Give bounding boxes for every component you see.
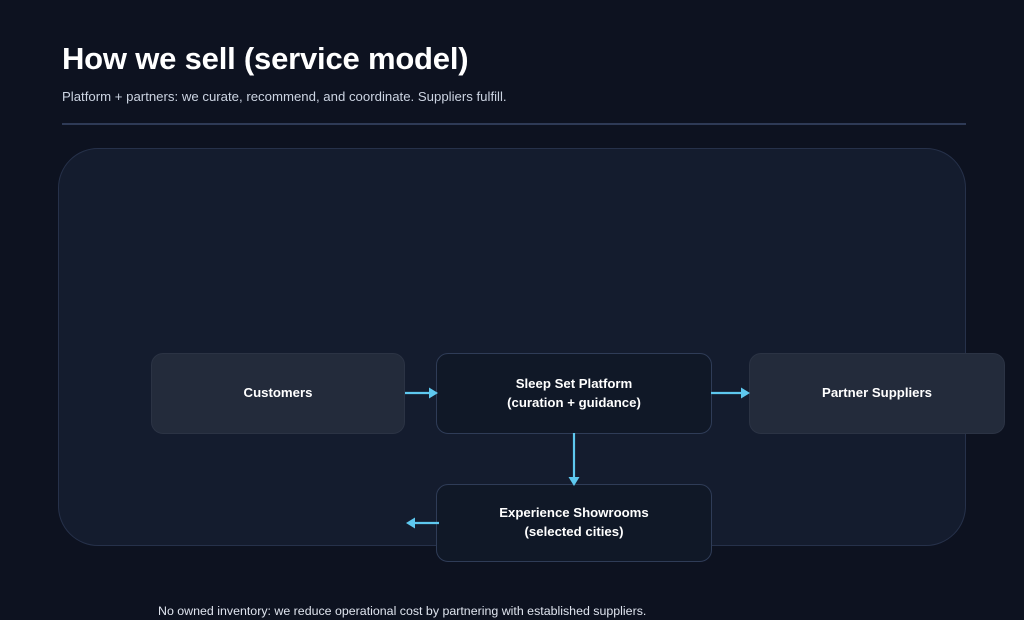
slide-header: How we sell (service model) Platform + p… (62, 41, 966, 105)
diagram-panel: Customers Sleep Set Platform (curation +… (58, 148, 1005, 618)
node-label-line2: (selected cities) (524, 524, 624, 539)
arrow-down-icon-platform-to-showrooms (568, 433, 580, 486)
node-label-line1: Partner Suppliers (822, 385, 932, 401)
arrow-left-icon-showrooms-to-customers (406, 517, 439, 529)
diagram-node-experience-showrooms[interactable]: Experience Showrooms (selected cities) (436, 484, 712, 562)
page-subtitle: Platform + partners: we curate, recommen… (62, 88, 507, 104)
slide: How we sell (service model) Platform + p… (58, 41, 1005, 618)
arrow-right-icon-platform-to-suppliers (711, 387, 750, 399)
node-label-line1: Customers (243, 385, 313, 401)
diagram-node-customers[interactable]: Customers (151, 353, 405, 434)
node-label-line1: Sleep Set Platform (515, 375, 633, 391)
node-label-block: Sleep Set Platform (curation + guidance) (507, 375, 641, 412)
header-divider (62, 123, 966, 125)
node-label-line2: (curation + guidance) (507, 394, 641, 410)
arrow-right-icon-customers-to-platform (405, 387, 438, 399)
page-title: How we sell (service model) (62, 41, 469, 76)
node-label-block: Experience Showrooms (selected cities) (499, 504, 649, 541)
diagram-node-partner-suppliers[interactable]: Partner Suppliers (749, 353, 1005, 434)
node-label-line1: Experience Showrooms (499, 505, 649, 521)
diagram-node-platform[interactable]: Sleep Set Platform (curation + guidance) (436, 353, 712, 434)
diagram-footnote: No owned inventory: we reduce operationa… (158, 604, 647, 618)
